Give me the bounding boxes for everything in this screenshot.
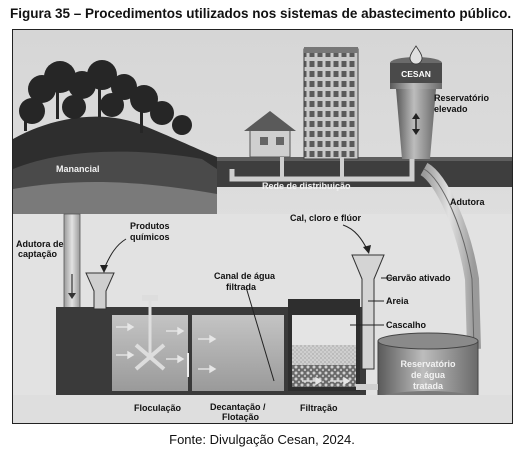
label-reservatorio-tratada-3: tratada bbox=[413, 381, 444, 391]
label-reservatorio-tratada-2: de água bbox=[411, 370, 446, 380]
label-adutora-captacao-2: captação bbox=[18, 249, 58, 259]
label-produtos-2: químicos bbox=[130, 232, 170, 242]
label-decantacao-1: Decantação / bbox=[210, 402, 266, 412]
water-supply-diagram: CESAN bbox=[12, 29, 513, 424]
sand-layer bbox=[292, 345, 356, 365]
label-canal-2: filtrada bbox=[226, 282, 257, 292]
sedimentation-tank bbox=[192, 315, 284, 391]
ground-surface bbox=[217, 157, 512, 161]
label-cascalho: Cascalho bbox=[386, 320, 427, 330]
mixer bbox=[134, 295, 189, 377]
flow-arrows bbox=[116, 322, 351, 386]
elevated-reservoir bbox=[390, 45, 442, 159]
label-floculacao: Floculação bbox=[134, 403, 182, 413]
label-reservatorio-elevado-2: elevado bbox=[434, 104, 468, 114]
lime-chlorine-funnel bbox=[351, 254, 385, 370]
up-arrow-icon bbox=[412, 113, 420, 119]
label-filtracao: Filtração bbox=[300, 403, 338, 413]
trees bbox=[19, 60, 192, 135]
drop-icon bbox=[409, 45, 423, 65]
label-rede-distribuicao: Rede de distribuição bbox=[262, 181, 351, 191]
intake-arrow-icon bbox=[68, 293, 76, 299]
label-adutora-captacao-1: Adutora de bbox=[16, 239, 64, 249]
distribution-pipe bbox=[229, 159, 415, 182]
label-adutora: Adutora bbox=[450, 197, 485, 207]
bottom-band bbox=[13, 395, 512, 423]
apartment-building bbox=[303, 47, 359, 160]
label-canal-1: Canal de água bbox=[214, 271, 276, 281]
house bbox=[244, 111, 296, 158]
figure-title: Figura 35 – Procedimentos utilizados nos… bbox=[10, 6, 512, 21]
gravel-layer bbox=[292, 365, 356, 387]
label-reservatorio-elevado-1: Reservatório bbox=[434, 93, 490, 103]
down-arrow-icon bbox=[412, 129, 420, 135]
label-decantacao-2: Flotação bbox=[222, 412, 260, 422]
brand-logo: CESAN bbox=[401, 69, 431, 79]
label-reservatorio-tratada-1: Reservatório bbox=[400, 359, 456, 369]
label-areia: Areia bbox=[386, 296, 410, 306]
activated-carbon-layer bbox=[292, 315, 356, 345]
figure-caption: Fonte: Divulgação Cesan, 2024. bbox=[169, 432, 355, 447]
label-produtos-1: Produtos bbox=[130, 221, 170, 231]
label-cal-cloro-fluor: Cal, cloro e flúor bbox=[290, 213, 362, 223]
lake bbox=[13, 182, 217, 214]
label-carvao-ativado: Carvão ativado bbox=[386, 273, 451, 283]
leader-lines bbox=[103, 224, 394, 382]
label-manancial: Manancial bbox=[56, 164, 100, 174]
ground bbox=[217, 157, 512, 187]
chemicals-funnel bbox=[85, 272, 115, 310]
